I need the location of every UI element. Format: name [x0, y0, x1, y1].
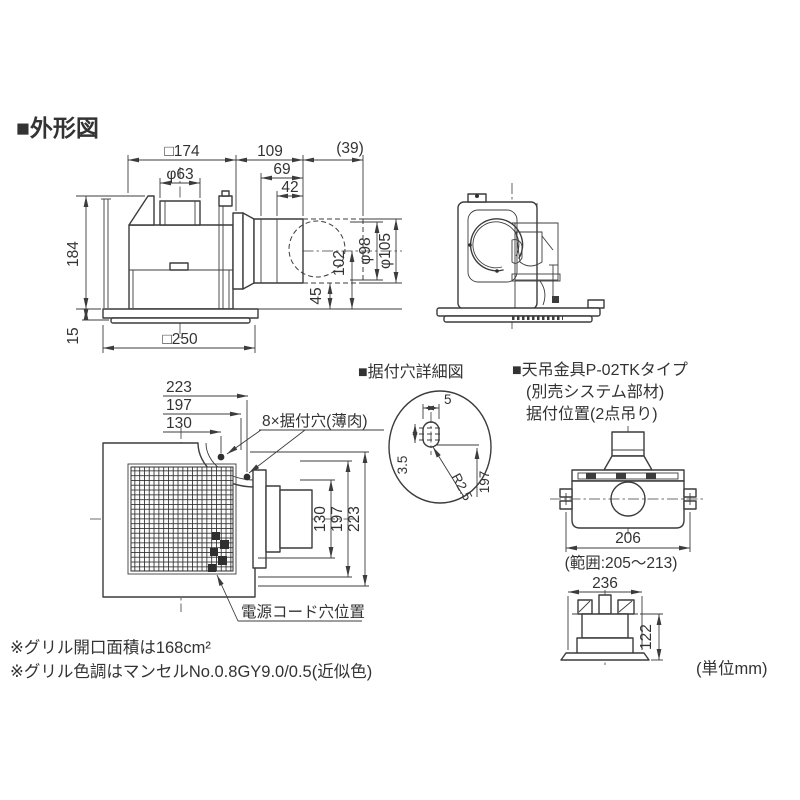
cutaway-view [436, 183, 605, 329]
detail-circle [388, 390, 492, 504]
dim-h-197: 197 [166, 397, 192, 414]
bracket-dim-height: 122 [638, 624, 655, 650]
dim-duct-inner-dia: φ98 [357, 237, 374, 264]
mount-hole [243, 473, 251, 481]
duct-cone [242, 212, 255, 290]
bracket-side-body [581, 613, 629, 639]
cutaway-flange [436, 307, 601, 317]
note-grille-color: ※グリル色調はマンセルNo.0.8GY9.0/0.5(近似色) [10, 662, 372, 681]
duct-plate-bottomview [252, 469, 267, 569]
fan-scroll-arc [469, 218, 524, 272]
bracket-side-flange [560, 652, 650, 661]
side-view: □174 109 (39) φ63 69 42 184 15 □250 φ98 … [65, 140, 402, 353]
dim-v-130: 130 [312, 506, 329, 532]
cord-hole-area [208, 532, 229, 572]
dim-duct-outer-dia: φ105 [377, 233, 394, 269]
hole-detail-title: ■据付穴詳細図 [358, 363, 464, 381]
bracket-views: ■天吊金具P-02TKタイプ (別売システム部材) 据付位置(2点吊り) [512, 361, 706, 668]
detail-dim-height: 3.5 [395, 456, 410, 475]
bracket-dim-pitch: 206 [615, 530, 641, 547]
dim-h-223: 223 [166, 379, 192, 396]
bottom-view: 223 197 130 8×据付穴(薄肉) 130 197 223 電源コード穴… [90, 379, 384, 622]
dim-v-197: 197 [329, 506, 346, 532]
flange [102, 308, 259, 319]
bracket-title-3: 据付位置(2点吊り) [526, 405, 658, 423]
bracket-body [571, 480, 685, 529]
screw [552, 296, 559, 303]
bracket-title-2: (別売システム部材) [526, 383, 664, 401]
hanger-tab-right [218, 195, 233, 207]
dim-height: 184 [65, 241, 82, 267]
dim-collar-dia: φ63 [166, 166, 193, 183]
bracket-pitch-range: (範囲:205～213) [565, 554, 678, 572]
dim-flange-height: 15 [65, 327, 82, 344]
dim-h-130: 130 [166, 415, 192, 432]
detail-dim-width: 5 [444, 392, 452, 407]
dim-duct-ref: (39) [336, 140, 364, 157]
duct-bell [232, 212, 244, 290]
note-grille-area: ※グリル開口面積は168cm² [10, 638, 211, 657]
detail-dim-position: 197 [477, 471, 492, 494]
unit-label: (単位mm) [696, 659, 767, 678]
grille-lip [110, 317, 251, 324]
dim-42: 42 [281, 179, 298, 196]
dim-45: 45 [308, 287, 325, 304]
bracket-title-1: ■天吊金具P-02TKタイプ [512, 361, 688, 379]
cord-hole-label: 電源コード穴位置 [241, 603, 365, 621]
dim-69: 69 [273, 161, 290, 178]
duct-pipe-bottomview [279, 489, 313, 549]
dim-v-223: 223 [346, 506, 363, 532]
dim-width-top: □174 [164, 143, 200, 160]
hole-detail-view: ■据付穴詳細図 5 3.5 197 R2.5 [358, 363, 492, 504]
body-notch [169, 262, 189, 271]
duct-pipe [253, 218, 304, 284]
bracket-front-view: 206 (範囲:205～213) [550, 426, 706, 572]
dim-duct-length: 109 [257, 143, 283, 160]
dim-102: 102 [331, 250, 348, 276]
detail-dim-radius: R2.5 [449, 471, 476, 503]
motor-cover-slope [128, 195, 155, 226]
bracket-dim-width: 236 [592, 575, 618, 592]
dim-flange-width: □250 [162, 331, 198, 348]
duct-mouth-hidden [288, 220, 346, 278]
scroll-panel [467, 209, 518, 283]
page-title: ■外形図 [16, 115, 99, 141]
bracket-side-view: 236 122 [560, 575, 663, 668]
cutaway-body [457, 201, 538, 310]
duct-collar [159, 200, 201, 226]
bracket-neck [611, 431, 645, 457]
mount-holes-label: 8×据付穴(薄肉) [262, 412, 368, 430]
mount-hole [217, 453, 225, 461]
grille-border [127, 463, 237, 575]
